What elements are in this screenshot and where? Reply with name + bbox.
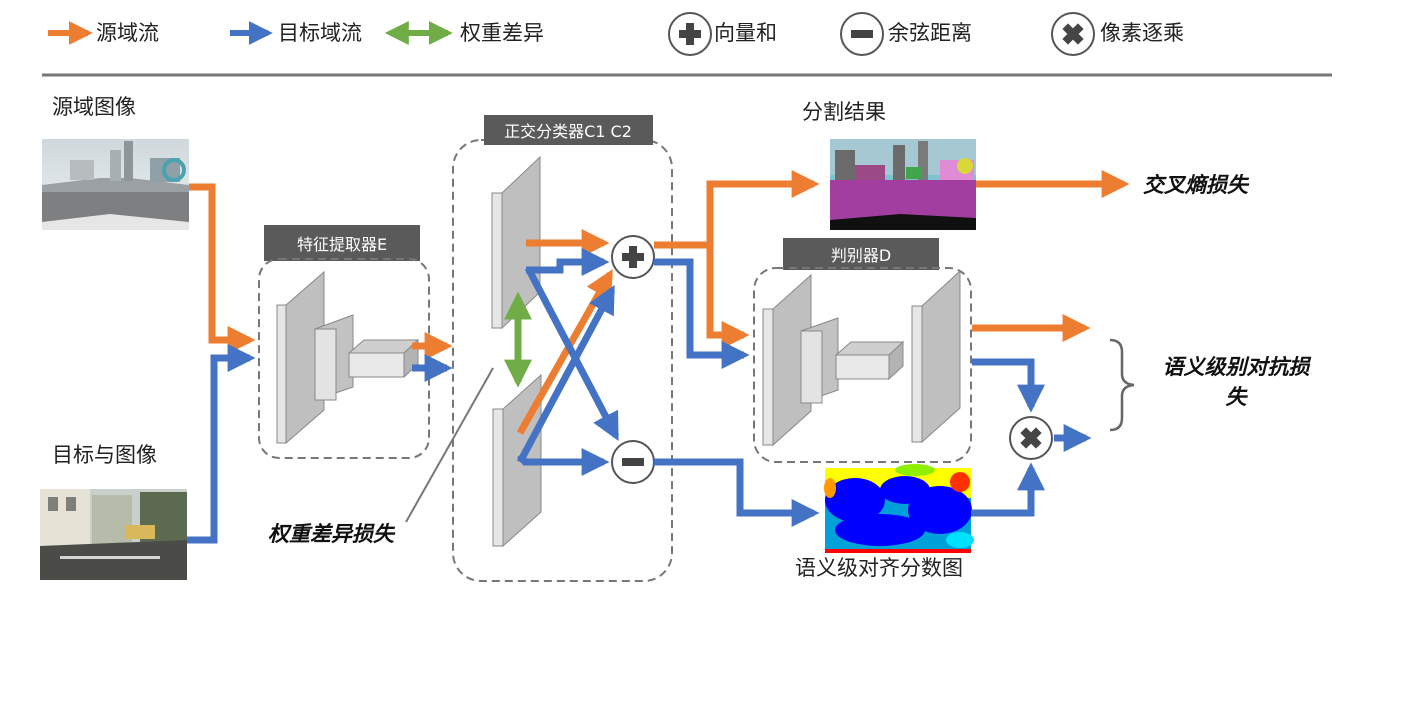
weight-diff-pointer [405,367,494,523]
disc-block-2 [800,317,839,404]
feature-extractor-header [264,225,420,261]
encoder-block-3 [347,338,420,379]
segmentation-result-image [830,139,976,230]
cross-entropy-loss-label: 交叉熵损失 [1143,173,1250,197]
seg-result-label: 分割结果 [802,100,886,124]
circle-minus-icon [611,440,655,484]
discriminator-label: 判别器D [831,246,891,265]
circle-minus-icon [840,12,884,56]
legend-vector-sum-label: 向量和 [714,21,777,45]
legend-target-flow-label: 目标域流 [278,21,362,45]
legend-pixel-multiply-label: 像素逐乘 [1100,21,1184,45]
legend-weight-diff: 权重差异 [384,20,544,45]
source-image-label: 源域图像 [52,95,136,119]
semantic-adv-loss-label-line2: 失 [1226,385,1249,409]
discriminator-header [783,238,939,270]
alignment-score-map [824,464,974,553]
legend-target-flow: 目标域流 [230,21,362,45]
legend-vector-sum: 向量和 [668,12,777,56]
align-map-label: 语义级对齐分数图 [795,556,963,580]
encoder-block-2 [314,314,354,401]
legend-cosine-distance-label: 余弦距离 [888,21,972,45]
circle-times-icon [1051,12,1095,56]
disc-block-3 [834,340,905,381]
source-image [42,139,189,230]
disc-block-4 [911,269,961,444]
brace-icon [1109,338,1135,432]
target-image-label: 目标与图像 [52,443,157,467]
legend-pixel-multiply: 像素逐乘 [1051,12,1184,56]
circle-plus-icon [611,235,655,279]
circle-times-icon [1009,416,1053,460]
legend-source-flow-label: 源域流 [96,21,159,45]
classifiers-header [484,115,653,145]
target-flow-arrows [187,248,1092,544]
weight-diff-loss-label: 权重差异损失 [268,522,396,546]
legend-cosine-distance: 余弦距离 [840,12,972,56]
legend-source-flow: 源域流 [48,21,159,45]
legend-weight-diff-label: 权重差异 [460,21,544,45]
legend: 源域流 目标域流 权重差异 向量和 余弦距离 [48,12,1184,56]
circle-plus-icon [668,12,712,56]
semantic-adv-loss-label-line1: 语义级别对抗损 [1163,355,1312,379]
target-image [40,489,187,580]
classifiers-label: 正交分类器C1 C2 [504,122,632,141]
feature-extractor-label: 特征提取器E [297,235,387,254]
